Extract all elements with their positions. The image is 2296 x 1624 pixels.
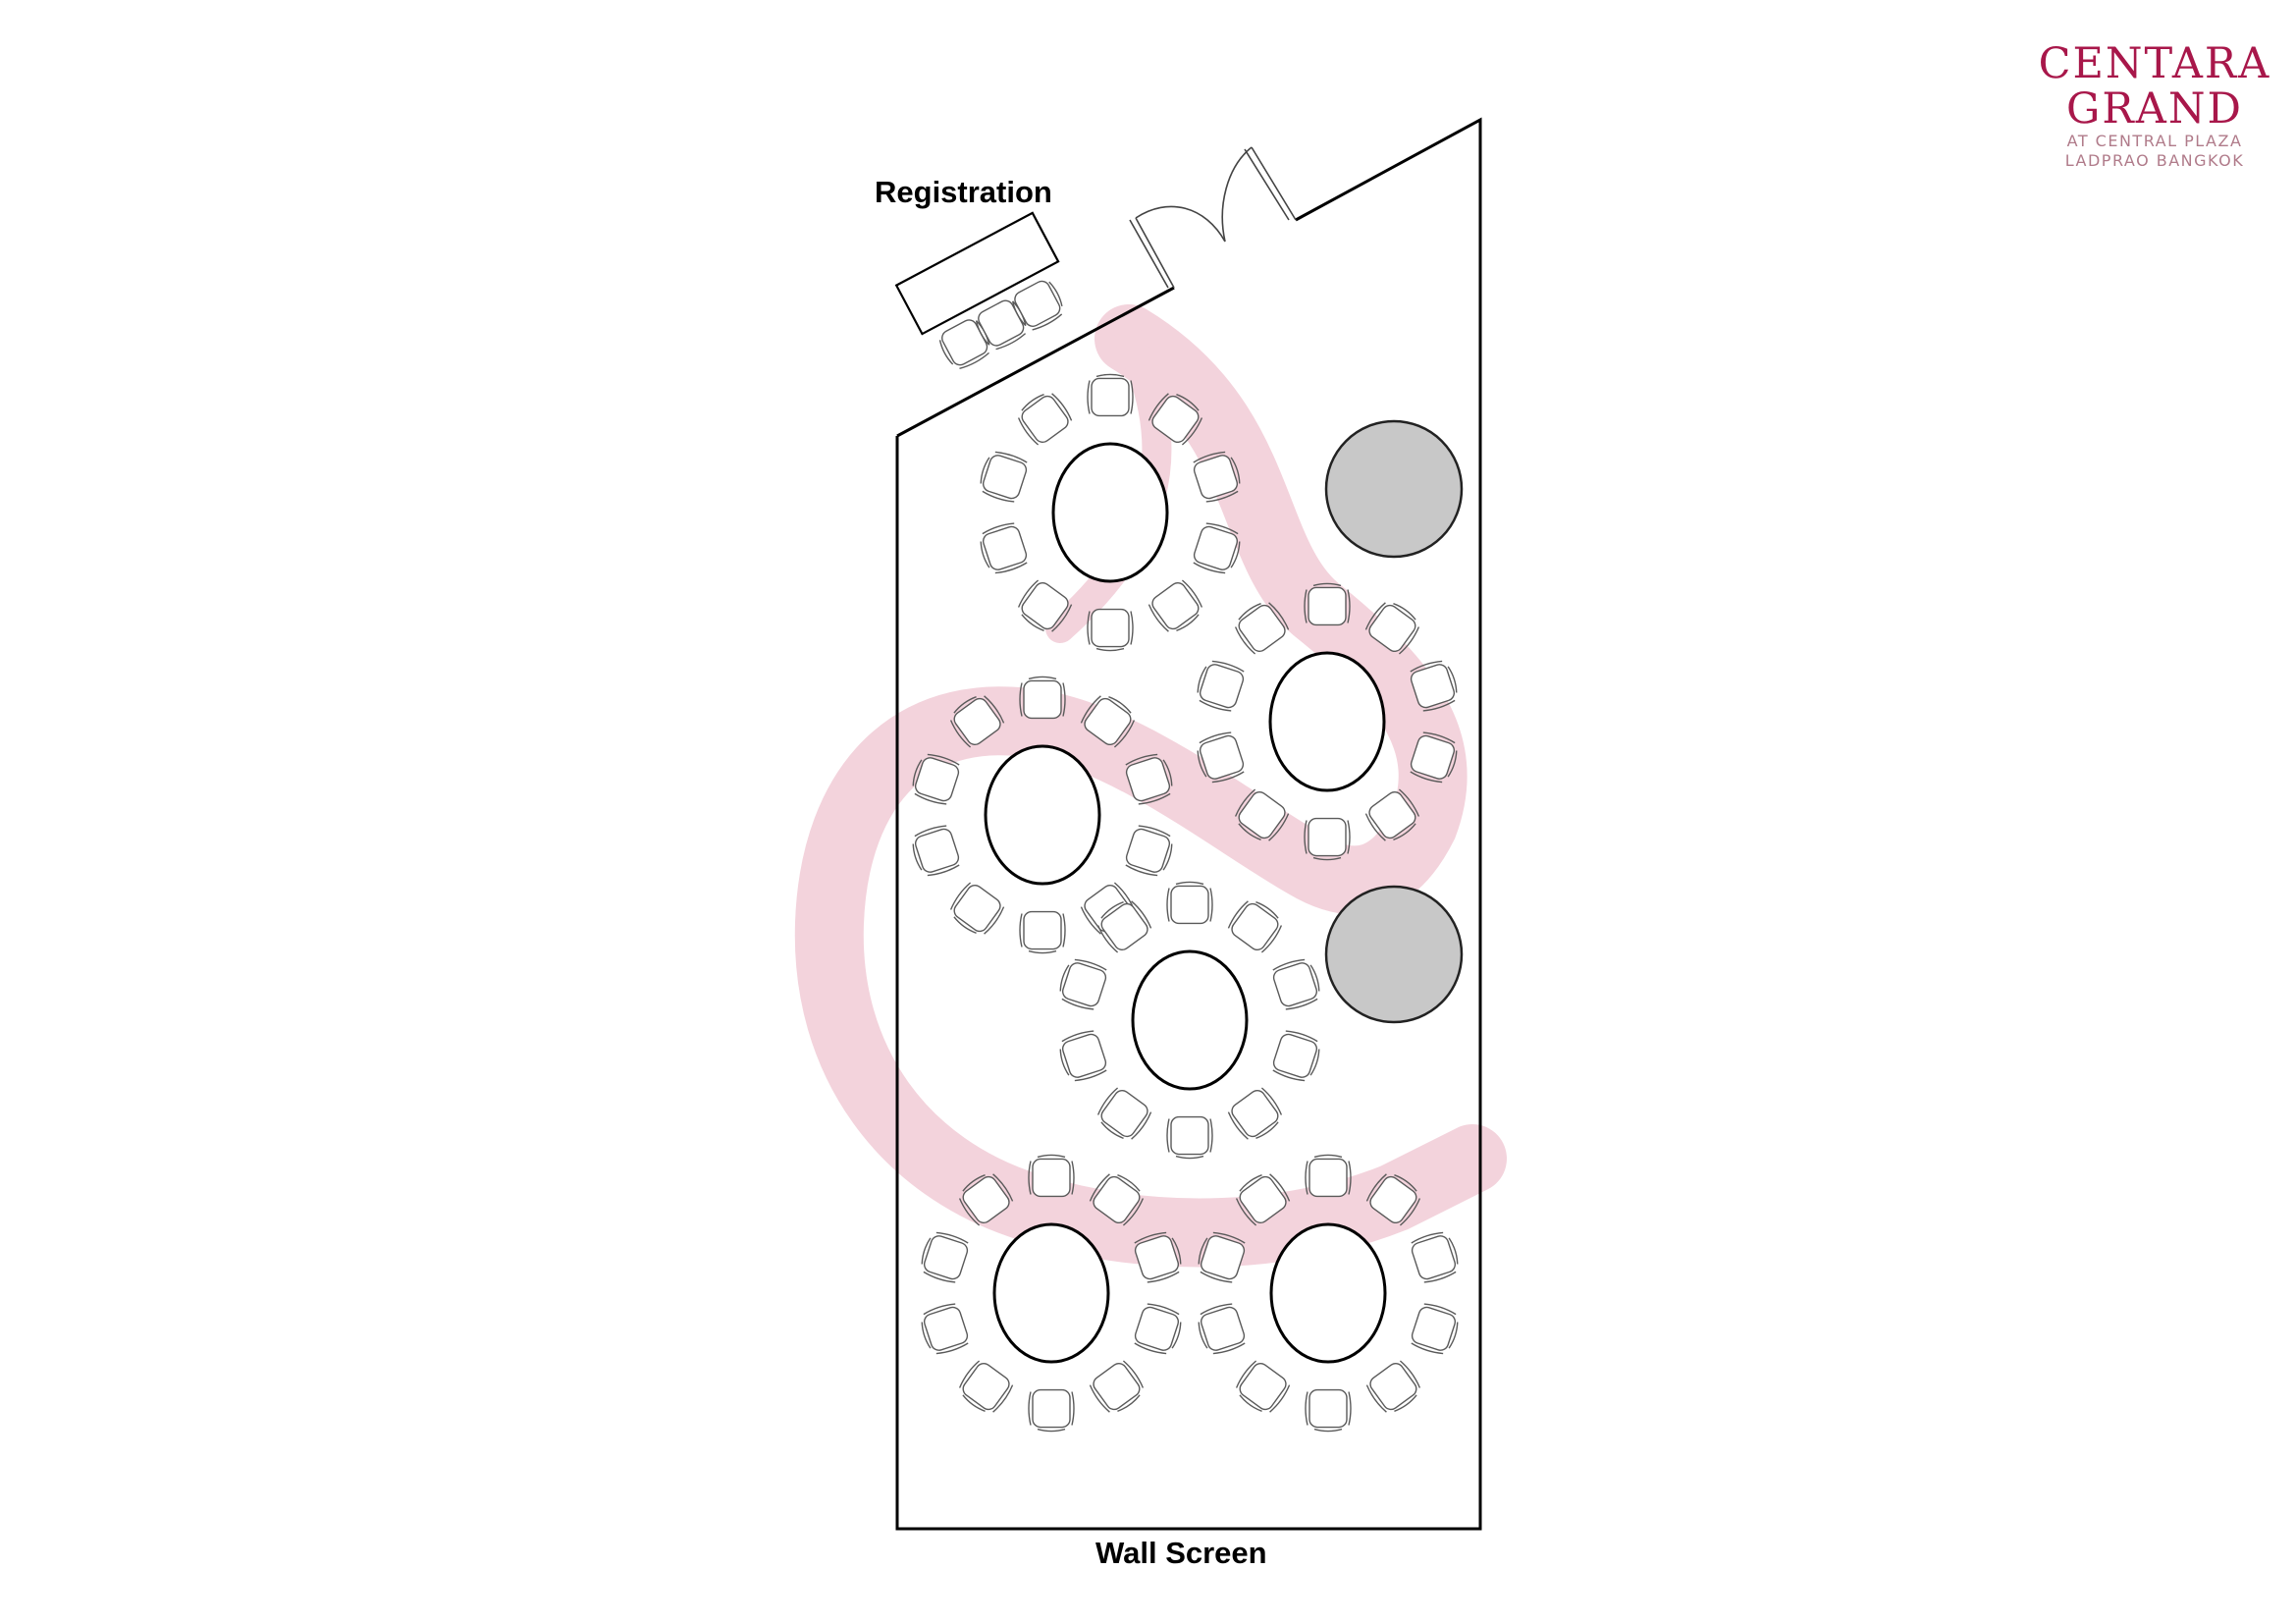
centara-grand-logo: CENTARA GRAND AT CENTRAL PLAZA LADPRAO B… — [2032, 41, 2277, 171]
chair — [1410, 731, 1458, 784]
chair — [1096, 1087, 1152, 1140]
chair — [1410, 660, 1458, 712]
chair — [1305, 1388, 1352, 1433]
chair — [1166, 881, 1213, 925]
table-top — [1269, 1222, 1387, 1364]
chair — [1304, 582, 1351, 626]
chair — [980, 522, 1028, 574]
chair — [1059, 1030, 1107, 1082]
chair — [1089, 1360, 1145, 1413]
table-top — [992, 1222, 1110, 1364]
registration-label: Registration — [875, 175, 1052, 209]
chair — [1125, 753, 1173, 805]
chair — [1148, 393, 1203, 446]
table-top — [1051, 442, 1169, 583]
logo-line-centara: CENTARA — [2038, 39, 2271, 88]
chair — [921, 1303, 969, 1355]
chair — [1028, 1154, 1075, 1198]
chair — [980, 451, 1028, 503]
chair — [921, 1231, 969, 1283]
logo-line-location-2: LADPRAO BANGKOK — [2064, 151, 2245, 170]
chair — [1411, 1231, 1459, 1283]
chair — [912, 825, 960, 877]
chair — [1305, 1154, 1352, 1198]
logo-line-grand: GRAND — [2066, 84, 2243, 134]
table-top — [984, 744, 1101, 886]
chair — [958, 1360, 1014, 1413]
registration-area — [894, 211, 1063, 370]
chair — [1059, 958, 1107, 1010]
chair — [1197, 660, 1245, 712]
chair — [1193, 522, 1241, 574]
chair — [1364, 602, 1420, 655]
chair — [1134, 1303, 1182, 1355]
chair — [1096, 900, 1152, 953]
chair — [1087, 373, 1134, 417]
table-top — [1131, 949, 1249, 1091]
chair — [1019, 910, 1066, 954]
chair — [1235, 1360, 1291, 1413]
chair — [1272, 958, 1320, 1010]
chair — [1193, 451, 1241, 503]
chair — [1304, 817, 1351, 861]
chair — [1227, 900, 1283, 953]
chair — [1089, 1173, 1145, 1226]
chair — [1134, 1231, 1182, 1283]
room-walls — [895, 117, 1482, 1531]
chair — [1272, 1030, 1320, 1082]
chair — [1017, 579, 1073, 632]
chair — [1011, 280, 1063, 331]
pillar — [1324, 419, 1464, 559]
chair — [1080, 695, 1136, 748]
chair — [1198, 1231, 1246, 1283]
entrance-door — [1129, 146, 1297, 289]
chair — [1166, 1115, 1213, 1160]
chair — [1365, 1173, 1421, 1226]
chair — [912, 753, 960, 805]
wall-screen-label: Wall Screen — [1095, 1536, 1267, 1570]
chair — [1087, 608, 1134, 652]
round-table — [1197, 582, 1458, 861]
chair — [1234, 602, 1290, 655]
round-table — [1059, 881, 1320, 1160]
chair — [1198, 1303, 1246, 1355]
round-table — [980, 373, 1241, 652]
chair — [1235, 1173, 1291, 1226]
chair — [1227, 1087, 1283, 1140]
chair — [1028, 1388, 1075, 1433]
chair — [1365, 1360, 1421, 1413]
round-table — [921, 1154, 1182, 1433]
pillar — [1324, 885, 1464, 1024]
round-table — [1198, 1154, 1459, 1433]
pillars — [1324, 419, 1464, 1024]
chair — [975, 299, 1027, 351]
table-top — [1268, 651, 1386, 792]
chair — [1364, 788, 1420, 841]
chair — [949, 882, 1005, 935]
registration-desk — [894, 211, 1060, 336]
chair — [1197, 731, 1245, 784]
wall-top-left — [896, 286, 1175, 438]
chair — [1148, 579, 1203, 632]
chair — [1234, 788, 1290, 841]
wall-left-and-bottom — [895, 117, 1482, 1531]
round-table — [912, 676, 1173, 954]
chair — [949, 695, 1005, 748]
chair — [1125, 825, 1173, 877]
chair — [1411, 1303, 1459, 1355]
chair — [958, 1173, 1014, 1226]
chair — [1019, 676, 1066, 720]
chair — [1017, 393, 1073, 446]
logo-line-location-1: AT CENTRAL PLAZA — [2066, 132, 2243, 150]
round-tables — [912, 373, 1459, 1433]
